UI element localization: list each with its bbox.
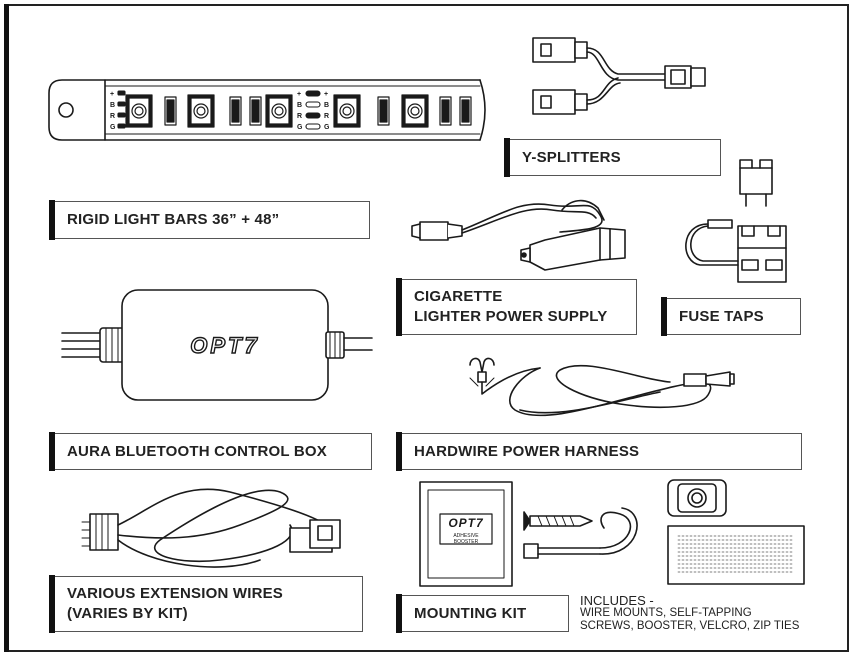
label-accent-bar xyxy=(396,594,402,633)
mounting-kit-illustration xyxy=(419,479,805,587)
label-text-line2: (VARIES BY KIT) xyxy=(67,605,188,622)
svg-text:+: + xyxy=(297,91,301,98)
label-accent-bar xyxy=(504,138,510,177)
label-mounting-kit: MOUNTING KIT xyxy=(396,594,569,633)
svg-text:R: R xyxy=(324,113,329,120)
includes-line1: WIRE MOUNTS, SELF-TAPPING xyxy=(580,607,752,619)
label-text: MOUNTING KIT xyxy=(414,604,527,622)
label-text: RIGID LIGHT BARS 36” + 48” xyxy=(67,211,280,228)
label-hardwire-harness: HARDWIRE POWER HARNESS xyxy=(396,432,802,471)
label-accent-bar xyxy=(396,432,402,471)
svg-text:R: R xyxy=(110,113,115,120)
label-y-splitters: Y-SPLITTERS xyxy=(504,138,721,177)
extension-wires-illustration xyxy=(81,488,341,568)
label-accent-bar xyxy=(49,200,55,240)
svg-text:R: R xyxy=(297,113,302,120)
booster-caption: ADHESIVE BOOSTER xyxy=(453,533,479,545)
label-accent-bar xyxy=(396,278,402,336)
svg-text:G: G xyxy=(297,124,303,131)
label-text-line2: LIGHTER POWER SUPPLY xyxy=(414,308,608,325)
y-splitter-illustration xyxy=(532,37,706,115)
frame-left-rule xyxy=(4,4,9,652)
cigarette-lighter-illustration xyxy=(411,199,626,271)
label-text-line1: CIGARETTE xyxy=(414,288,503,305)
includes-line2: SCREWS, BOOSTER, VELCRO, ZIP TIES xyxy=(580,620,800,632)
includes-note: INCLUDES - WIRE MOUNTS, SELF-TAPPING SCR… xyxy=(580,594,799,633)
svg-text:G: G xyxy=(324,124,330,131)
label-accent-bar xyxy=(661,297,667,336)
label-text-line1: VARIOUS EXTENSION WIRES xyxy=(67,585,284,602)
label-control-box: AURA BLUETOOTH CONTROL BOX xyxy=(49,432,372,471)
fuse-taps-illustration xyxy=(685,159,787,283)
svg-text:B: B xyxy=(110,102,115,109)
label-accent-bar xyxy=(49,432,55,471)
label-text: AURA BLUETOOTH CONTROL BOX xyxy=(67,442,327,460)
booster-logo: OPT7 xyxy=(448,516,484,530)
label-fuse-taps: FUSE TAPS xyxy=(661,297,801,336)
svg-text:G: G xyxy=(110,124,116,131)
label-text: FUSE TAPS xyxy=(679,307,764,325)
control-box-illustration xyxy=(61,289,373,401)
svg-text:B: B xyxy=(297,102,302,109)
label-cigarette-lighter: CIGARETTE LIGHTER POWER SUPPLY xyxy=(396,278,637,336)
label-text: HARDWIRE POWER HARNESS xyxy=(414,442,640,460)
label-accent-bar xyxy=(49,575,55,633)
includes-heading: INCLUDES - xyxy=(580,593,654,608)
label-text: Y-SPLITTERS xyxy=(522,148,621,166)
control-box-logo: OPT7 xyxy=(190,332,260,358)
label-extension-wires: VARIOUS EXTENSION WIRES (VARIES BY KIT) xyxy=(49,575,363,633)
svg-text:B: B xyxy=(324,102,329,109)
hardwire-harness-illustration xyxy=(469,357,735,417)
svg-text:+: + xyxy=(324,91,328,98)
light-bar-illustration: + B R G xyxy=(48,79,486,141)
label-light-bars: RIGID LIGHT BARS 36” + 48” xyxy=(49,200,370,240)
svg-text:+: + xyxy=(110,91,114,98)
